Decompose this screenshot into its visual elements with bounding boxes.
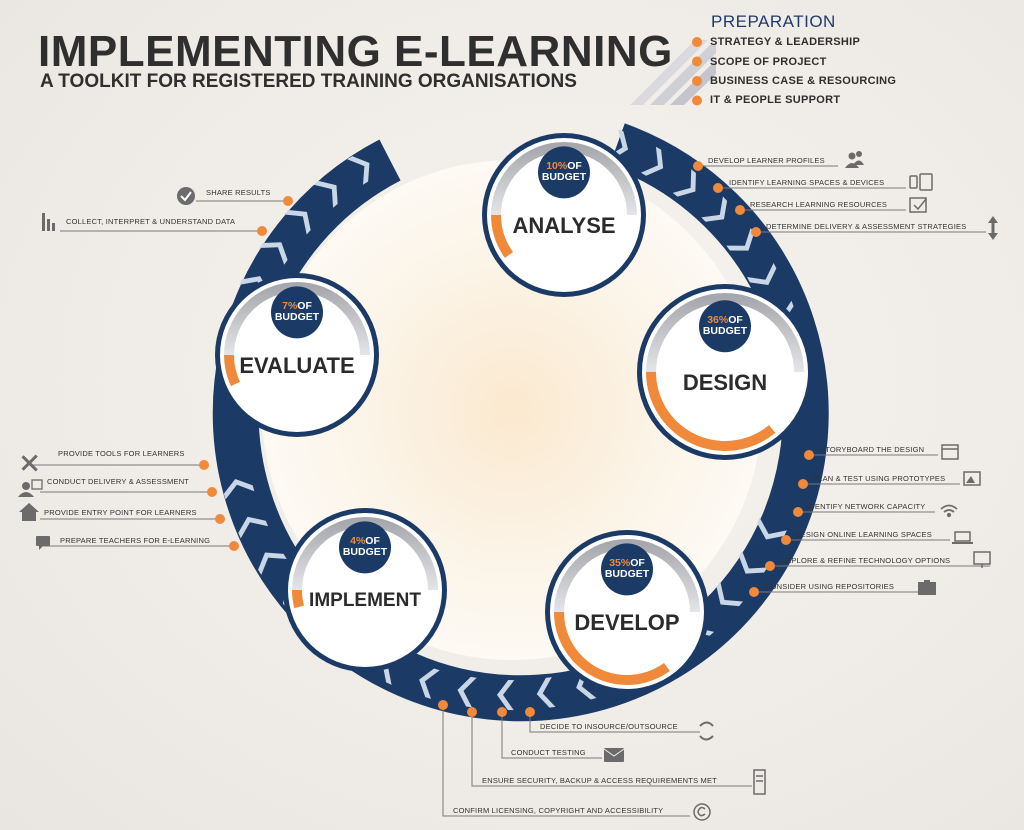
budget-percent: 36% — [707, 314, 729, 327]
chevron — [419, 668, 440, 699]
tools-icon — [21, 454, 38, 472]
devices-icon — [909, 173, 933, 191]
chevron — [497, 680, 515, 711]
chat-icon — [36, 536, 50, 550]
resources-icon — [909, 197, 927, 213]
task-identify-learning-spaces: IDENTIFY LEARNING SPACES & DEVICES — [729, 178, 885, 187]
budget-arc-evaluate — [224, 282, 371, 428]
chevron — [223, 478, 255, 500]
chevron — [347, 156, 370, 185]
budget-badge — [271, 286, 323, 339]
up-down-arrow-icon — [988, 216, 998, 240]
task-research-learning-resources: RESEARCH LEARNING RESOURCES — [750, 200, 888, 209]
laptop-icon — [952, 531, 973, 544]
people-icon — [845, 151, 864, 168]
task-consider-repositories: CONSIDER USING REPOSITORIES — [765, 582, 895, 591]
delivery-icon — [18, 479, 43, 497]
monitor-icon — [973, 551, 991, 568]
task-ensure-security: ENSURE SECURITY, BACKUP & ACCESS REQUIRE… — [482, 776, 717, 785]
budget-percent: 4% — [350, 535, 366, 548]
stage-label-implement: IMPLEMENT — [309, 590, 421, 611]
task-confirm-licensing: CONFIRM LICENSING, COPYRIGHT AND ACCESSI… — [453, 806, 664, 815]
chevron — [313, 180, 338, 208]
stage-label-analyse: ANALYSE — [512, 213, 616, 238]
task-collect-data: COLLECT, INTERPRET & UNDERSTAND DATA — [66, 217, 236, 226]
chevron — [238, 516, 269, 539]
envelope-icon — [603, 748, 625, 762]
preparation-item-it-support: IT & PEOPLE SUPPORT — [710, 94, 841, 106]
budget-badge — [339, 521, 391, 574]
page-title: IMPLEMENTING E-LEARNING — [38, 27, 673, 76]
prototype-icon — [963, 471, 981, 486]
copyright-icon — [693, 803, 711, 821]
chevron — [536, 677, 556, 708]
repository-icon — [918, 580, 936, 595]
chevron — [716, 581, 744, 607]
preparation-item-business-case: BUSINESS CASE & RESOURCING — [710, 75, 897, 87]
preparation-item-strategy: STRATEGY & LEADERSHIP — [710, 36, 861, 48]
bar-chart-icon — [42, 213, 55, 231]
task-decide-insource-outsource: DECIDE TO INSOURCE/OUTSOURCE — [540, 722, 678, 731]
chevron — [258, 552, 287, 575]
preparation-item-scope: SCOPE OF PROJECT — [710, 56, 827, 68]
wifi-icon — [940, 504, 958, 518]
budget-percent: 35% — [609, 557, 631, 570]
task-explore-technology-options: EXPLORE & REFINE TECHNOLOGY OPTIONS — [781, 556, 951, 565]
task-provide-tools: PROVIDE TOOLS FOR LEARNERS — [58, 449, 185, 458]
calendar-icon — [941, 444, 959, 460]
budget-badge — [601, 543, 653, 596]
task-design-online-spaces: DESIGN ONLINE LEARNING SPACES — [795, 530, 932, 539]
budget-percent: 10% — [546, 160, 568, 173]
chevron — [284, 210, 311, 235]
task-provide-entry-point: PROVIDE ENTRY POINT FOR LEARNERS — [44, 508, 197, 517]
stage-label-design: DESIGN — [682, 370, 768, 395]
stage-label-evaluate: EVALUATE — [239, 353, 355, 378]
preparation-title: PREPARATION — [711, 12, 836, 31]
budget-arc-design — [646, 293, 804, 451]
chevron — [457, 676, 477, 708]
chevron — [701, 196, 728, 222]
task-plan-test-prototypes: PLAN & TEST USING PROTOTYPES — [813, 474, 946, 483]
task-conduct-testing: CONDUCT TESTING — [511, 748, 586, 757]
chevron — [640, 146, 664, 176]
page-subtitle: A TOOLKIT FOR REGISTERED TRAINING ORGANI… — [40, 71, 577, 92]
task-develop-learner-profiles: DEVELOP LEARNER PROFILES — [708, 156, 825, 165]
budget-arc-implement — [292, 517, 438, 663]
task-conduct-delivery: CONDUCT DELIVERY & ASSESSMENT — [47, 477, 190, 486]
server-icon — [753, 769, 766, 795]
chevron — [726, 228, 755, 251]
task-storyboard-design: STORYBOARD THE DESIGN — [820, 445, 925, 454]
budget-arc-develop — [554, 539, 700, 685]
task-determine-delivery-strategies: DETERMINE DELIVERY & ASSESSMENT STRATEGI… — [766, 222, 967, 231]
chevron — [606, 129, 629, 160]
stage-label-develop: DEVELOP — [574, 610, 680, 635]
task-prepare-teachers: PREPARE TEACHERS FOR E-LEARNING — [60, 536, 211, 545]
chevron — [672, 169, 696, 197]
chevron — [747, 262, 777, 286]
budget-badge — [699, 300, 751, 353]
task-identify-network-capacity: IDENTIFY NETWORK CAPACITY — [807, 502, 926, 511]
preparation-bullets — [692, 37, 702, 106]
check-circle-icon — [177, 187, 195, 205]
chevron — [757, 517, 787, 540]
budget-percent: 7% — [282, 300, 298, 313]
chevron — [259, 242, 288, 265]
chevron — [738, 551, 768, 574]
budget-arc-analyse — [491, 142, 637, 288]
budget-badge — [538, 146, 590, 199]
swap-arrows-icon — [699, 721, 714, 741]
home-icon — [19, 503, 39, 521]
task-share-results: SHARE RESULTS — [206, 188, 271, 197]
